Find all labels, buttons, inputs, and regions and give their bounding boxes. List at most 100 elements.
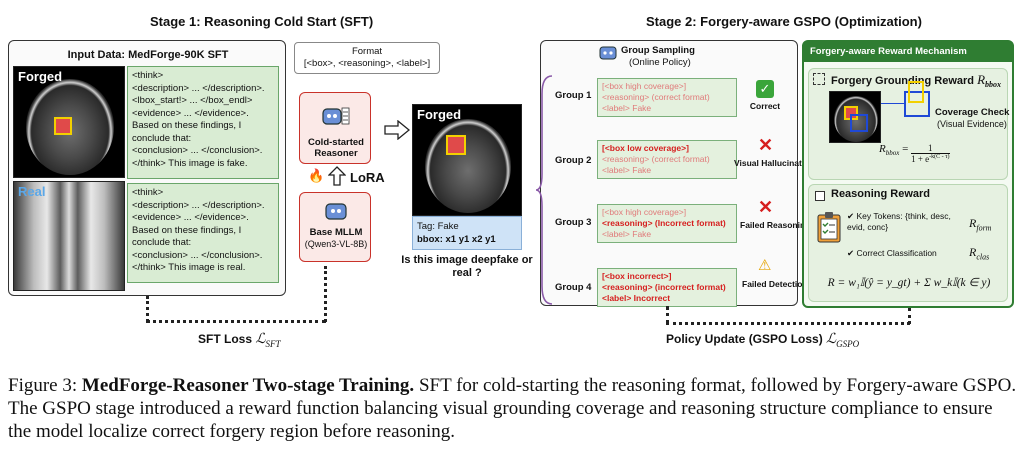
reasoning-title: Reasoning Reward xyxy=(831,188,931,200)
formula-lhs-sub: bbox xyxy=(885,149,900,158)
forgery-bbox xyxy=(446,135,466,155)
correct-class-text: ✔ Correct Classification xyxy=(847,248,937,258)
coverage-title: Coverage Check xyxy=(935,107,1010,118)
grounding-title-row: Forgery Grounding Reward Rbbox xyxy=(831,72,1001,89)
loss-path xyxy=(324,266,327,322)
question-text: Is this image deepfake or real ? xyxy=(401,254,533,279)
clipboard-icon xyxy=(817,211,841,243)
base-mllm: Base MLLM (Qwen3-VL-8B) xyxy=(299,192,371,262)
group-response-box: [<box incorrect>] <reasoning> (incorrect… xyxy=(597,268,737,307)
grounding-symbol: R xyxy=(977,72,986,87)
forged-reasoning-card: <think> <description> ... </description>… xyxy=(127,66,279,179)
input-data-panel: Input Data: MedForge-90K SFT Forged <thi… xyxy=(8,40,286,296)
warning-icon: ⚠ xyxy=(758,257,772,274)
cross-icon: ✕ xyxy=(758,135,774,155)
gspo-loss-label: Policy Update (GSPO Loss) ℒGSPO xyxy=(666,332,860,349)
reasoning-reward-box: Reasoning Reward ✔ Key Tokens: {think, d… xyxy=(808,184,1008,302)
forgery-bbox xyxy=(54,117,72,135)
robot-icon xyxy=(320,105,350,127)
loss-path xyxy=(146,320,326,323)
format-title: Format xyxy=(351,46,383,57)
gspo-loss-path xyxy=(666,322,910,325)
output-forged-label: Forged xyxy=(417,107,462,122)
output-tag-box: Tag: Fake bbox: x1 y1 x2 y1 xyxy=(412,216,522,250)
output-forged-scan: Forged xyxy=(412,104,522,216)
lora-label: LoRA xyxy=(350,170,385,185)
group-label-line: <label> Fake xyxy=(602,229,652,239)
real-xray-scan: Real xyxy=(13,181,125,291)
forged-line: </think> This image is fake. xyxy=(132,157,248,169)
real-line: </think> This image is real. xyxy=(132,262,246,273)
real-line: <description> ... </description>. xyxy=(132,199,265,211)
format-value: [<box>, <reasoning>, <label>] xyxy=(303,58,431,69)
caption-text: SFT for cold-starting the reasoning form… xyxy=(8,375,1017,442)
group-label: Group 3 xyxy=(555,217,592,228)
sampling-title: Group Sampling xyxy=(621,45,695,56)
forged-line: <lbox_start!> ... </box_endl> xyxy=(132,95,253,106)
real-label: Real xyxy=(18,184,46,199)
cold-started-reasoner: Cold-started Reasoner xyxy=(299,92,371,164)
grounding-sub: bbox xyxy=(985,80,1002,90)
group-label-line: <label> Fake xyxy=(602,103,652,113)
clas-sub: clas xyxy=(976,252,990,262)
bbox-formula: Rbbox = 1 1 + e-k(C - τ) xyxy=(879,143,950,164)
sft-loss-label: SFT Loss ℒSFT xyxy=(198,332,281,349)
group-reasoning-line: <reasoning> (incorrect format) xyxy=(602,282,726,292)
predicted-bbox xyxy=(850,114,868,132)
grounding-scan xyxy=(829,91,881,143)
real-line: <think> xyxy=(132,187,164,198)
real-line: <conclusion> ... </conclusion>. xyxy=(132,249,263,261)
coverage-yellow-box xyxy=(908,81,924,103)
base-label: Base MLLM xyxy=(309,227,363,238)
formula-exponent: -k(C - τ) xyxy=(929,154,950,160)
group-reasoning-line: <reasoning> (correct format) xyxy=(602,154,710,164)
group-label: Group 2 xyxy=(555,155,592,166)
group-label: Group 1 xyxy=(555,90,592,101)
group-verdict: Correct xyxy=(749,101,781,111)
total-reward-formula: R = w₁𝕀(ŷ = y_gt) + Σ w_k𝕀(k ∈ y) xyxy=(827,277,991,289)
formula-denominator: 1 + e xyxy=(911,154,930,164)
formula-numerator: 1 xyxy=(911,143,950,154)
right-arrow-icon xyxy=(384,119,411,141)
forged-label: Forged xyxy=(18,69,63,84)
group-response-box: [<box high coverage>] <reasoning> (corre… xyxy=(597,78,737,117)
forged-line: <think> xyxy=(132,70,164,81)
up-arrow-icon xyxy=(327,166,347,186)
group-box-line: [<box high coverage>] xyxy=(602,207,687,217)
group-reasoning-line: <reasoning> (Incorrect format) xyxy=(602,218,726,228)
real-line: conclude that: xyxy=(132,237,192,248)
figure-caption: Figure 3: MedForge-Reasoner Two-stage Tr… xyxy=(8,374,1018,443)
grounding-reward-box: Forgery Grounding Reward Rbbox Coverage … xyxy=(808,68,1010,180)
stage2-title: Stage 2: Forgery-aware GSPO (Optimizatio… xyxy=(646,14,922,29)
format-box: Format [<box>, <reasoning>, <label>] xyxy=(294,42,440,74)
real-line: <evidence> ... </evidence>. xyxy=(132,212,249,223)
forged-line: Based on these findings, I xyxy=(132,120,242,131)
gspo-loss-path xyxy=(666,306,669,324)
robot-icon xyxy=(599,45,617,61)
form-symbol: R xyxy=(969,216,977,230)
coverage-sub: (Visual Evidence) xyxy=(937,119,1007,129)
group-verdict: Visual Hallucination xyxy=(734,158,815,168)
clas-symbol: R xyxy=(969,245,977,259)
reward-mechanism-panel: Forgery-aware Reward Mechanism Forgery G… xyxy=(802,40,1014,308)
group-label-line: <label> Incorrect xyxy=(602,293,671,303)
group-box-line: [<box high coverage>] xyxy=(602,81,687,91)
forged-line: <evidence> ... </evidence>. xyxy=(132,107,249,119)
forged-line: <description> ... </description>. xyxy=(132,82,265,94)
group-label-line: <label> Fake xyxy=(602,165,652,175)
reasoner-label: Cold-started Reasoner xyxy=(308,137,364,159)
checkbox-icon xyxy=(815,191,825,201)
group-verdict: Failed Detection xyxy=(742,279,808,289)
form-sub: form xyxy=(976,223,992,233)
check-icon: ✓ xyxy=(756,80,774,98)
group-brace xyxy=(534,74,554,306)
group-response-box: [<box low coverage>] <reasoning> (correc… xyxy=(597,140,737,179)
clas-symbol-row: Rclas xyxy=(969,245,989,261)
real-line: Based on these findings, I xyxy=(132,224,242,236)
forged-brain-scan: Forged xyxy=(13,66,125,178)
cross-icon: ✕ xyxy=(758,197,774,217)
real-reasoning-card: <think> <description> ... </description>… xyxy=(127,183,279,283)
tag-line: Tag: Fake xyxy=(417,221,459,232)
gspo-loss-text: Policy Update (GSPO Loss) xyxy=(666,332,823,346)
forged-line: conclude that: xyxy=(132,132,192,144)
